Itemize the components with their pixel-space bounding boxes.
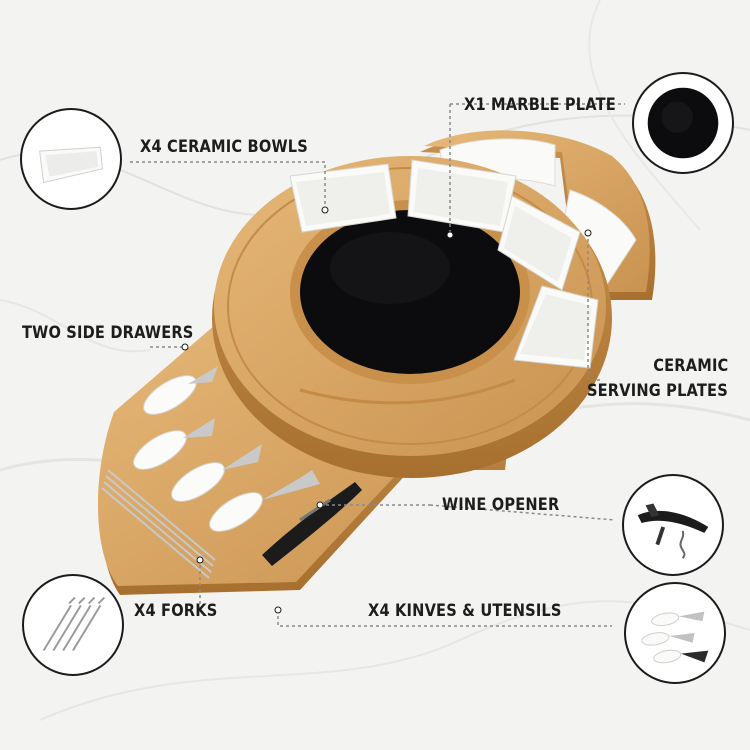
label-knives: X4 KINVES & UTENSILS: [368, 601, 562, 621]
wine-opener-icon: [637, 503, 709, 559]
forks-icon: [42, 596, 106, 651]
label-marble-plate: X1 MARBLE PLATE: [464, 95, 616, 115]
marble-plate-callout: [632, 72, 734, 174]
label-ceramic-bowls: X4 CERAMIC BOWLS: [140, 137, 308, 157]
label-wine-opener: WINE OPENER: [442, 495, 560, 515]
marble-plate-icon: [647, 87, 719, 159]
ceramic-bowls: [289, 159, 599, 369]
wine-opener-in-drawer: [262, 482, 362, 566]
ceramic-bowl-callout: [20, 108, 122, 210]
cheese-knives-in-drawer: [133, 366, 320, 532]
ceramic-bowl-icon: [39, 146, 103, 184]
label-side-drawers: TWO SIDE DRAWERS: [22, 323, 194, 343]
cheese-knives-icon: [641, 611, 709, 664]
label-serving-plates-line1: CERAMIC: [652, 356, 728, 376]
label-serving-plates-line2: SERVING PLATES: [587, 381, 728, 401]
label-forks: X4 FORKS: [134, 601, 218, 621]
wine-opener-callout: [622, 474, 724, 576]
forks-callout: [22, 574, 124, 676]
cheese-knives-callout: [624, 582, 726, 684]
